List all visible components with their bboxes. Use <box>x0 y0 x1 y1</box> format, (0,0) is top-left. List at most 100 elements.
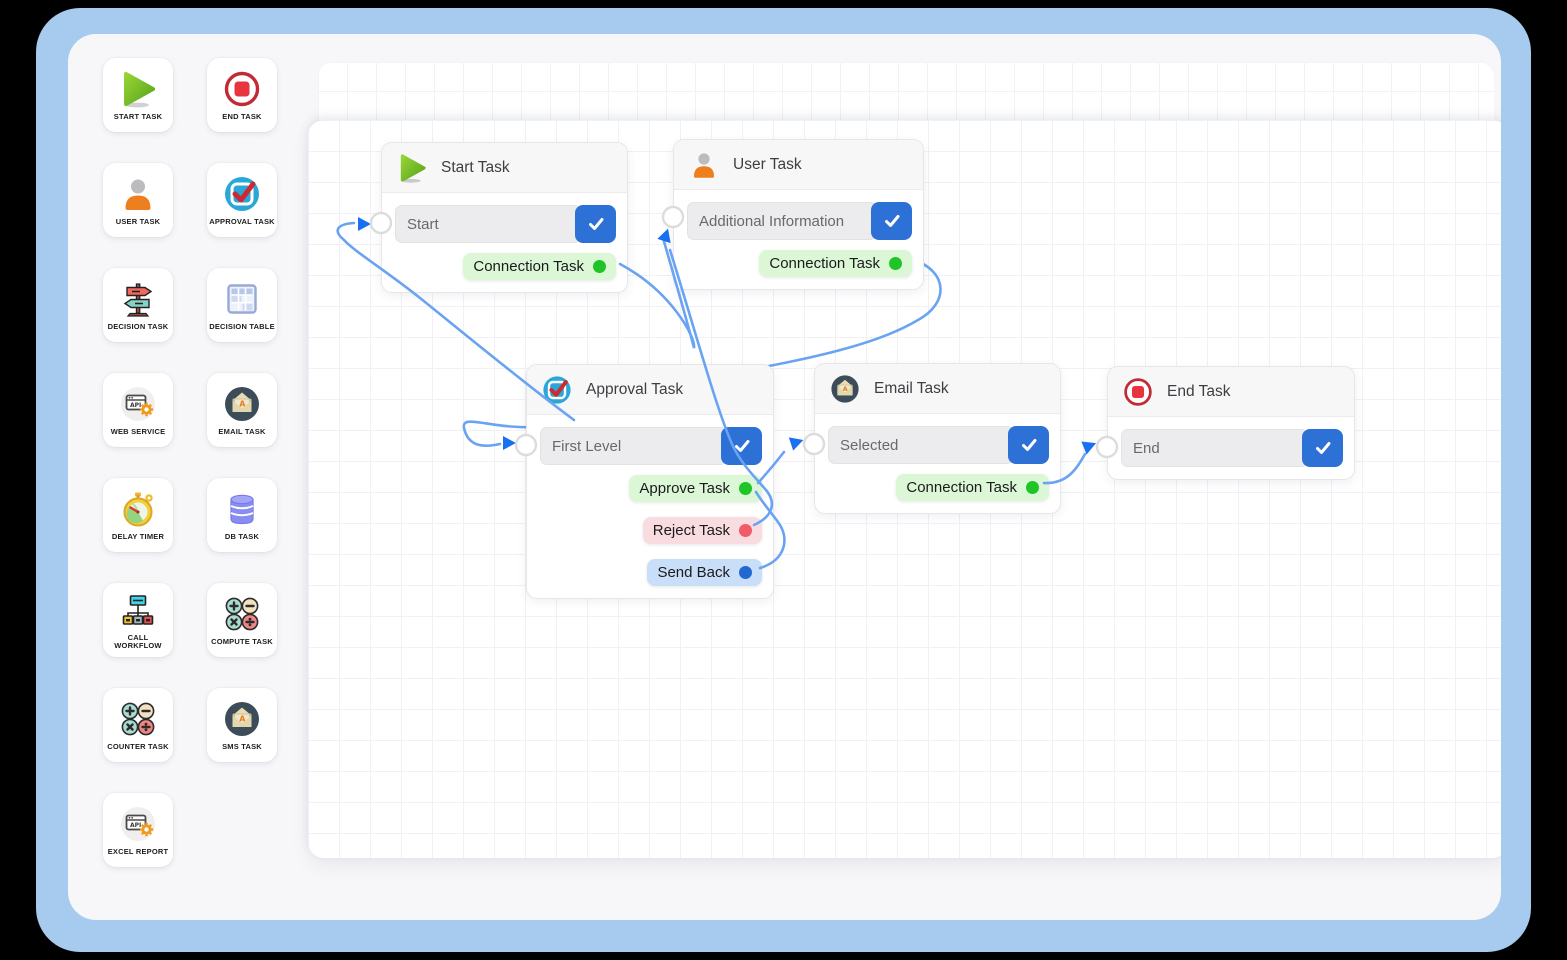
node-outputs: Connection Task <box>687 250 912 277</box>
node-name-field[interactable]: Additional Information <box>687 202 877 240</box>
palette-tile-label: DECISION TASK <box>107 321 169 331</box>
palette-tile-label: COUNTER TASK <box>107 741 169 751</box>
task-palette: START TASK END TASK USER TASK APPROVAL T… <box>103 58 313 867</box>
palette-tile-decision-task[interactable]: DECISION TASK <box>103 268 173 342</box>
node-input-row: Additional Information <box>687 202 912 240</box>
check-icon <box>734 440 749 452</box>
node-input-row: First Level <box>540 427 762 465</box>
palette-tile-excel-report[interactable]: API EXCEL REPORT <box>103 793 173 867</box>
palette-tile-label: END TASK <box>222 111 262 121</box>
workflow-node-approval[interactable]: Approval Task First Level Approve Task R… <box>526 364 774 599</box>
web-service-icon: API <box>118 384 158 424</box>
node-title: Approval Task <box>586 380 684 398</box>
email-task-icon: A <box>222 384 262 424</box>
palette-tile-counter-task[interactable]: COUNTER TASK <box>103 688 173 762</box>
confirm-check-button[interactable] <box>1302 429 1343 467</box>
svg-text:A: A <box>239 714 246 723</box>
node-body: End <box>1108 417 1354 479</box>
output-pill-reject-task[interactable]: Reject Task <box>642 517 762 544</box>
delay-timer-icon <box>118 489 158 529</box>
output-port-dot[interactable] <box>739 482 752 495</box>
palette-tile-end-task[interactable]: END TASK <box>207 58 277 132</box>
palette-tile-db-task[interactable]: DB TASK <box>207 478 277 552</box>
node-body: First Level Approve Task Reject Task Sen… <box>527 415 773 598</box>
workflow-node-start[interactable]: Start Task Start Connection Task <box>381 142 628 293</box>
output-pill-label: Send Back <box>657 564 730 581</box>
user-task-icon <box>118 174 158 214</box>
palette-tile-call-workflow[interactable]: CALL WORKFLOW <box>103 583 173 657</box>
node-header[interactable]: A Email Task <box>815 364 1060 414</box>
node-header[interactable]: Start Task <box>382 143 627 193</box>
palette-tile-label: SMS TASK <box>222 741 262 751</box>
confirm-check-button[interactable] <box>1008 426 1049 464</box>
end-task-icon <box>1122 376 1154 408</box>
palette-tile-decision-table[interactable]: DECISION TABLE <box>207 268 277 342</box>
confirm-check-button[interactable] <box>575 205 616 243</box>
workflow-node-user[interactable]: User Task Additional Information Connect… <box>673 139 924 290</box>
palette-tile-label: EXCEL REPORT <box>107 846 169 856</box>
palette-tile-compute-task[interactable]: COMPUTE TASK <box>207 583 277 657</box>
palette-tile-label: CALL WORKFLOW <box>114 632 162 650</box>
node-name-field[interactable]: Selected <box>828 426 1014 464</box>
palette-tile-sms-task[interactable]: A SMS TASK <box>207 688 277 762</box>
output-port-dot[interactable] <box>1026 481 1039 494</box>
node-header[interactable]: User Task <box>674 140 923 190</box>
output-port-dot[interactable] <box>889 257 902 270</box>
output-port-dot[interactable] <box>739 524 752 537</box>
start-task-icon <box>118 69 158 109</box>
palette-tile-label: COMPUTE TASK <box>211 636 273 646</box>
output-port-dot[interactable] <box>593 260 606 273</box>
palette-tile-label: APPROVAL TASK <box>209 216 275 226</box>
output-pill-connection-task[interactable]: Connection Task <box>896 474 1049 501</box>
output-pill-send-back[interactable]: Send Back <box>647 559 762 586</box>
palette-tile-email-task[interactable]: A EMAIL TASK <box>207 373 277 447</box>
approval-task-icon <box>541 374 573 406</box>
db-task-icon <box>222 489 262 529</box>
decision-table-icon <box>222 279 262 319</box>
svg-text:API: API <box>130 822 141 829</box>
output-pill-approve-task[interactable]: Approve Task <box>629 475 762 502</box>
node-header[interactable]: End Task <box>1108 367 1354 417</box>
node-name-field[interactable]: Start <box>395 205 581 243</box>
confirm-check-button[interactable] <box>721 427 762 465</box>
node-outputs: Connection Task <box>828 474 1049 501</box>
output-pill-connection-task[interactable]: Connection Task <box>463 253 616 280</box>
output-pill-label: Connection Task <box>769 255 880 272</box>
node-header[interactable]: Approval Task <box>527 365 773 415</box>
palette-tile-start-task[interactable]: START TASK <box>103 58 173 132</box>
output-pill-label: Connection Task <box>906 479 1017 496</box>
node-outputs: Approve Task Reject Task Send Back <box>540 475 762 586</box>
workflow-node-end[interactable]: End Task End <box>1107 366 1355 480</box>
approval-task-icon <box>222 174 262 214</box>
node-input-row: End <box>1121 429 1343 467</box>
node-title: End Task <box>1167 382 1231 400</box>
node-title: Email Task <box>874 379 949 397</box>
output-pill-connection-task[interactable]: Connection Task <box>759 250 912 277</box>
palette-tile-delay-timer[interactable]: DELAY TIMER <box>103 478 173 552</box>
output-port-dot[interactable] <box>739 566 752 579</box>
palette-tile-label: DELAY TIMER <box>111 531 165 541</box>
node-name-field[interactable]: End <box>1121 429 1308 467</box>
workflow-node-email[interactable]: A Email Task Selected Connection Task <box>814 363 1061 514</box>
node-input-row: Selected <box>828 426 1049 464</box>
node-body: Start Connection Task <box>382 193 627 292</box>
palette-tile-label: START TASK <box>113 111 163 121</box>
node-body: Selected Connection Task <box>815 414 1060 513</box>
palette-tile-label: DECISION TABLE <box>209 321 275 331</box>
palette-tile-label: WEB SERVICE <box>110 426 166 436</box>
start-task-icon <box>396 152 428 184</box>
call-workflow-icon <box>118 590 158 630</box>
excel-report-icon: API <box>118 804 158 844</box>
confirm-check-button[interactable] <box>871 202 912 240</box>
palette-tile-web-service[interactable]: API WEB SERVICE <box>103 373 173 447</box>
palette-tile-approval-task[interactable]: APPROVAL TASK <box>207 163 277 237</box>
palette-tile-user-task[interactable]: USER TASK <box>103 163 173 237</box>
end-task-icon <box>222 69 262 109</box>
sms-task-icon: A <box>222 699 262 739</box>
output-pill-label: Approve Task <box>639 480 730 497</box>
output-pill-label: Connection Task <box>473 258 584 275</box>
compute-task-icon <box>222 594 262 634</box>
node-input-row: Start <box>395 205 616 243</box>
node-name-field[interactable]: First Level <box>540 427 727 465</box>
node-title: User Task <box>733 155 802 173</box>
